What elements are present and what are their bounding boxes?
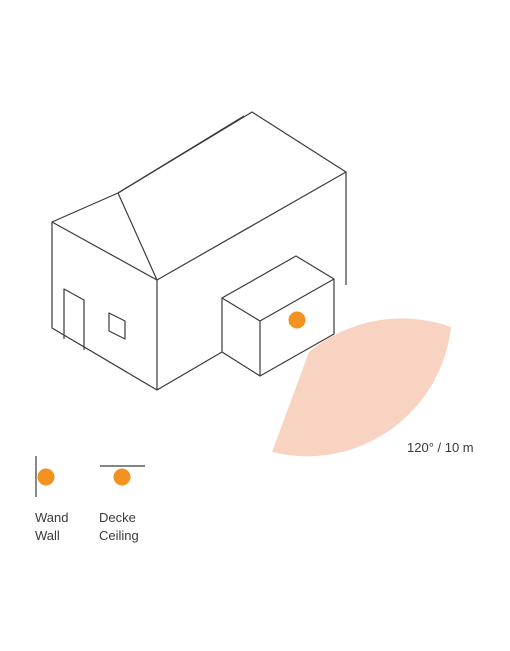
house-roof <box>51 111 347 281</box>
house <box>51 111 347 391</box>
legend-wall-label-de: Wand <box>35 510 69 525</box>
range-label: 120° / 10 m <box>407 440 474 455</box>
wall-mount-icon <box>35 456 55 497</box>
house-door <box>63 288 85 350</box>
legend-wall-label-en: Wall <box>35 528 60 543</box>
annex-side <box>259 279 335 377</box>
legend-ceiling-label-en: Ceiling <box>99 528 139 543</box>
annex-top <box>221 255 335 322</box>
legend-wall: Wand Wall <box>35 509 68 545</box>
ceiling-mount-icon <box>100 465 145 486</box>
detection-zone <box>272 318 451 457</box>
house-facade-left <box>51 222 158 391</box>
annex-front <box>221 298 261 377</box>
house-window <box>108 312 126 340</box>
sensor-dot <box>288 311 306 329</box>
legend-ceiling-label-de: Decke <box>99 510 136 525</box>
legend-ceiling: Decke Ceiling <box>99 509 139 545</box>
house-facade-right <box>156 351 223 391</box>
roof-gable-line <box>117 192 158 281</box>
roof-ridge-line <box>117 115 245 194</box>
annex <box>221 255 335 377</box>
